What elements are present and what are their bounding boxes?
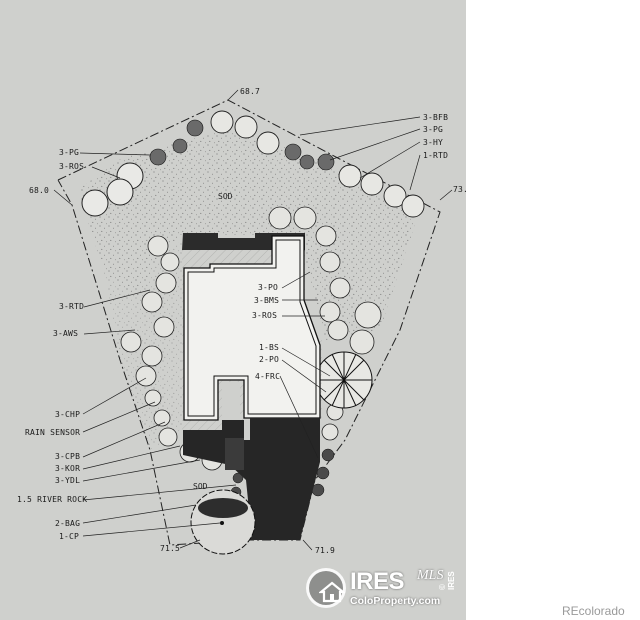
shrub-row-top [210, 110, 425, 218]
label-cp: 1-CP [59, 532, 80, 541]
house-logo-icon [306, 568, 346, 608]
watermark-mls: MLS [417, 568, 444, 583]
elevation-bottom-left-label: 71.5 [160, 544, 181, 553]
label-bag: 2-BAG [55, 519, 81, 528]
label-rtd-right: 1-RTD [423, 151, 449, 160]
sod-label-bottom: SOD [193, 482, 208, 491]
elevation-right-label: 73. [453, 185, 466, 194]
tree-frc [315, 351, 373, 409]
label-bfb: 3-BFB [423, 113, 449, 122]
label-ydl: 3-YDL [55, 476, 81, 485]
ires-watermark: IRES MLS ColoProperty.com © IRES [304, 566, 464, 614]
elevation-left-label: 68.0 [29, 186, 50, 195]
house-footprint [182, 233, 322, 540]
label-po-2: 2-PO [259, 355, 280, 364]
label-kor: 3-KOR [55, 464, 81, 473]
elevation-bottom-right-label: 71.9 [315, 546, 336, 555]
label-chp: 3-CHP [55, 410, 81, 419]
label-po-1: 3-PO [258, 283, 279, 292]
flowering-shrubs-top [149, 119, 335, 171]
label-cpb: 3-CPB [55, 452, 81, 461]
watermark-copyright: © IRES [438, 571, 456, 590]
label-bs: 1-BS [259, 343, 280, 352]
label-pg-right: 3-PG [423, 125, 444, 134]
sod-label-top: SOD [218, 192, 233, 201]
landscape-plan-drawing [53, 89, 453, 555]
elevation-top-label: 68.7 [240, 87, 261, 96]
watermark-brand: IRES [350, 568, 405, 595]
label-pg-left: 3-PG [59, 148, 80, 157]
label-ros-mid: 3-ROS [252, 311, 278, 320]
watermark-site: ColoProperty.com [350, 595, 441, 607]
label-ros-left: 3-ROS [59, 162, 85, 171]
site-plan-scan: 68.7 3-BFB 3-PG 3-HY 1-RTD 73. 3-PG 3-RO… [0, 0, 466, 620]
label-aws: 3-AWS [53, 329, 79, 338]
label-river-rock: 1.5 RIVER ROCK [17, 495, 88, 504]
large-shrubs-left [81, 162, 144, 217]
label-hy: 3-HY [423, 138, 444, 147]
patio-circle [190, 489, 256, 555]
label-bms: 3-BMS [254, 296, 280, 305]
label-rtd-left: 3-RTD [59, 302, 85, 311]
listing-credit: REcolorado [562, 604, 625, 618]
leader-lines [53, 89, 453, 551]
house-icon [319, 581, 345, 603]
label-frc: 4-FRC [255, 372, 281, 381]
label-rain-sensor: RAIN SENSOR [25, 428, 81, 437]
